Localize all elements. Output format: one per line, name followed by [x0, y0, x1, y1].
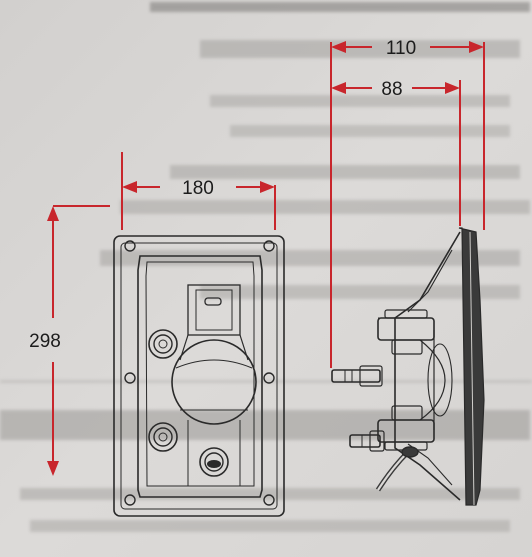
screw-hole: [124, 494, 136, 506]
dimension-lines: [52, 42, 485, 470]
arrow-right-icon: [469, 41, 484, 53]
arrow-left-icon: [122, 181, 137, 193]
arrow-up-icon: [47, 206, 59, 221]
recessed-dish: [137, 255, 263, 498]
side-spigot-lower: [349, 430, 385, 452]
hinge-channel: [187, 284, 241, 336]
side-spigot-upper: [331, 365, 383, 387]
side-body: [394, 231, 461, 501]
screw-hole: [263, 494, 275, 506]
arrow-down-icon: [47, 461, 59, 476]
arrow-left-icon: [331, 41, 346, 53]
width-dimension-label: 180: [182, 178, 214, 199]
front-view-drawing: [113, 235, 285, 517]
dimension-arrowheads: [47, 41, 484, 476]
screw-holes: [124, 240, 275, 506]
flange-outline: [113, 235, 285, 517]
screw-hole: [263, 240, 275, 252]
screw-hole: [124, 240, 136, 252]
handle-slot: [204, 297, 222, 306]
total-depth-dimension-label: 110: [386, 38, 416, 59]
fitting-bottom: [148, 422, 178, 452]
side-fitting-upper: [377, 309, 435, 355]
height-dimension-label: 298: [29, 331, 61, 352]
screw-hole: [124, 372, 136, 384]
arrow-left-icon: [331, 82, 346, 94]
screw-hole: [263, 372, 275, 384]
handle-recess: [171, 339, 257, 425]
arrow-right-icon: [260, 181, 275, 193]
side-view-drawing: [331, 227, 485, 506]
body-depth-dimension-label: 88: [381, 79, 402, 100]
fitting-top: [148, 329, 178, 359]
arrow-right-icon: [445, 82, 460, 94]
fitting-drain: [199, 447, 229, 477]
